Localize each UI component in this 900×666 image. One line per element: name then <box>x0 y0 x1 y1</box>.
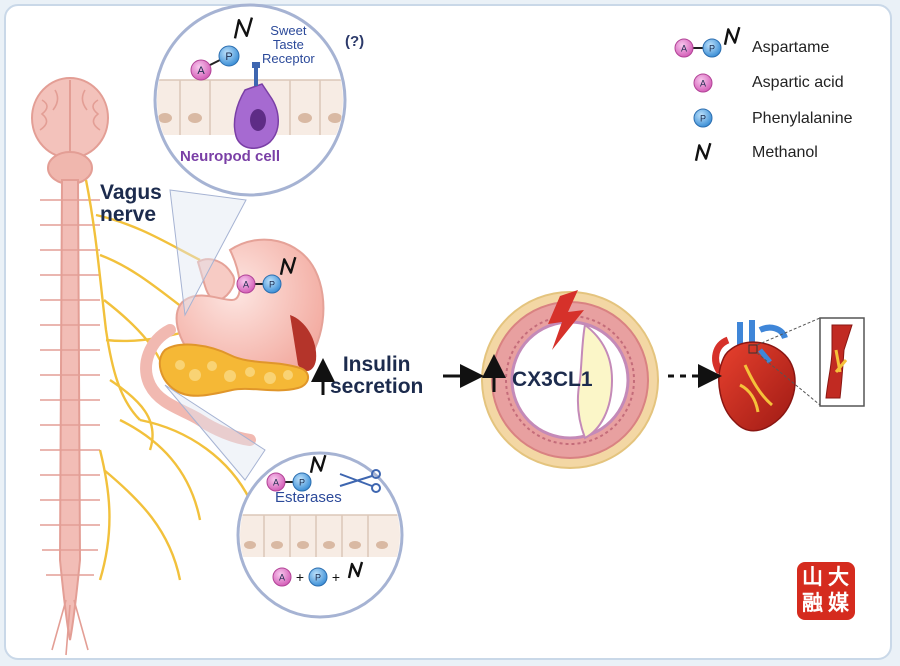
legend-methanol: Methanol <box>752 144 818 161</box>
cx3cl1-label: CX3CL1 <box>512 368 593 391</box>
legend-aspartic-acid-icon: A <box>693 73 713 93</box>
spinal-cord <box>40 179 100 656</box>
svg-text:A: A <box>197 65 205 77</box>
flow-arrows <box>311 354 722 395</box>
neuropod-aspartame-p-icon: P <box>218 45 240 67</box>
legend-aspartic-acid: Aspartic acid <box>752 74 844 91</box>
blood-vessel <box>481 290 659 469</box>
product-aspartic-acid-icon: A <box>272 567 292 587</box>
pancreas <box>158 343 309 397</box>
legend-phenylalanine: Phenylalanine <box>752 110 853 127</box>
scissors-icon <box>339 469 381 493</box>
intestine <box>140 324 256 446</box>
esterase-methanol-icon <box>309 454 327 474</box>
vagus-nerve <box>84 179 252 581</box>
svg-text:P: P <box>225 51 232 63</box>
svg-text:P: P <box>315 572 321 582</box>
svg-text:A: A <box>681 43 687 53</box>
sweet-taste-receptor-label: Sweet Taste Receptor <box>262 23 315 66</box>
diagram-frame <box>4 4 892 660</box>
legend-aspartame-a-icon: A <box>674 38 694 58</box>
legend-methanol-icon <box>694 142 712 162</box>
svg-text:P: P <box>709 43 715 53</box>
svg-text:A: A <box>279 572 285 582</box>
neuropod-zoom-circle <box>153 3 347 197</box>
svg-text:P: P <box>269 279 275 289</box>
esterases-label: Esterases <box>275 489 342 506</box>
esterase-aspartame-a-icon: A <box>266 472 286 492</box>
heart <box>712 317 821 432</box>
svg-text:P: P <box>299 477 305 487</box>
stomach-aspartame-p-icon: P <box>262 274 282 294</box>
svg-text:A: A <box>273 477 279 487</box>
watermark-logo: 山 大 融 媒 <box>797 562 855 620</box>
esterase-aspartame-p-icon: P <box>292 472 312 492</box>
neuropod-aspartame-a-icon: A <box>190 59 212 81</box>
svg-text:A: A <box>243 279 249 289</box>
legend-phenylalanine-icon: P <box>693 108 713 128</box>
stomach-aspartame-a-icon: A <box>236 274 256 294</box>
molecules: A P A P A P A P A P A + P + <box>190 17 741 587</box>
esterase-zoom-circle <box>236 451 404 619</box>
brain <box>31 77 109 185</box>
insulin-secretion-label: Insulin secretion <box>330 353 424 398</box>
product-methanol-icon <box>347 561 364 579</box>
zoom-connector-bottom <box>164 384 266 481</box>
legend-aspartame-p-icon: P <box>702 38 722 58</box>
neuropod-cell-label: Neuropod cell <box>180 148 281 165</box>
legend-aspartame-methanol-icon <box>723 26 741 46</box>
plus-sign: + <box>332 569 340 585</box>
legend-aspartame: Aspartame <box>752 39 830 56</box>
product-phenylalanine-icon: P <box>308 567 328 587</box>
question-mark-label: (?) <box>345 33 365 50</box>
plus-sign: + <box>296 569 304 585</box>
lightning-icon <box>548 290 584 350</box>
neuropod-methanol-icon <box>233 17 254 39</box>
svg-text:A: A <box>700 78 706 88</box>
neuropod-cell-body <box>233 62 279 149</box>
stomach-methanol-icon <box>279 256 297 276</box>
zoom-connector-top <box>169 189 247 317</box>
vagus-nerve-label: Vagus nerve <box>100 181 162 226</box>
svg-text:P: P <box>700 113 706 123</box>
artery-inset <box>819 317 865 407</box>
